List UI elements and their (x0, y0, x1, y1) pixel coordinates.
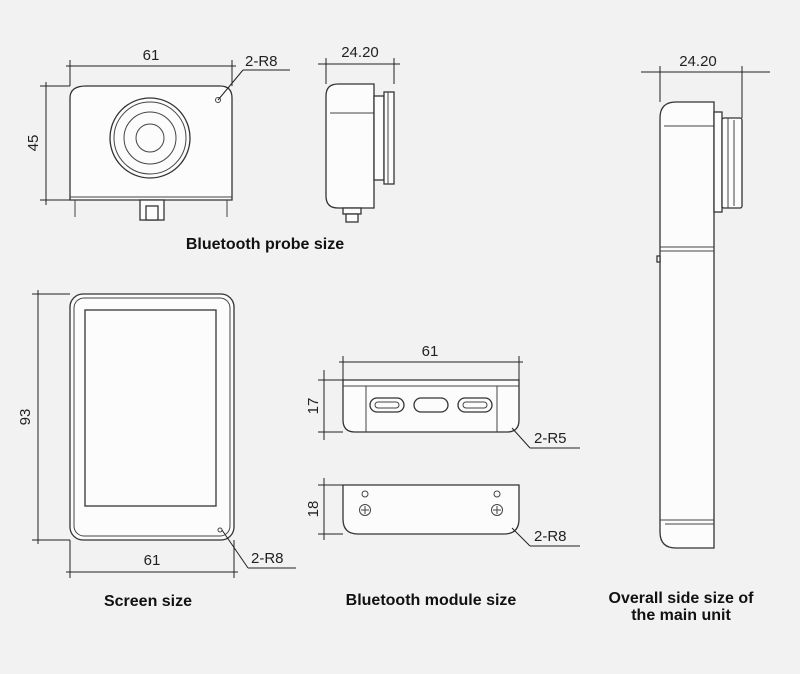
main-unit-side-view (656, 101, 743, 549)
module-top-view (342, 379, 520, 433)
probe-side-view (325, 83, 395, 223)
module-top-height-dimension: 17 (305, 370, 343, 440)
module-bottom-height-dimension: 18 (305, 478, 343, 540)
probe-lens-outer (109, 97, 191, 179)
screen-width-dimension: 61 (66, 540, 238, 578)
screen-height-label: 93 (17, 409, 34, 426)
screen-radius-leader: 2-R8 (221, 529, 296, 569)
main-unit-caption-line2: the main unit (631, 607, 731, 624)
screen-front-view (69, 293, 235, 541)
main-unit-depth-label: 24.20 (679, 53, 717, 70)
probe-radius-leader: 2-R8 (217, 53, 290, 101)
screen-height-dimension: 93 (17, 290, 70, 544)
screen-width-label: 61 (144, 552, 161, 569)
module-caption: Bluetooth module size (346, 592, 517, 609)
module-width-label: 61 (422, 343, 439, 360)
probe-height-dimension: 45 (25, 82, 70, 205)
module-bottom-radius-label: 2-R8 (534, 528, 567, 545)
main-unit-depth-dimension: 24.20 (641, 53, 770, 118)
probe-depth-dimension: 24.20 (318, 44, 400, 84)
module-width-dimension: 61 (339, 343, 523, 380)
module-bottom-view (342, 484, 520, 535)
screen-radius-label: 2-R8 (251, 550, 284, 567)
screen-caption: Screen size (104, 593, 192, 610)
probe-caption: Bluetooth probe size (186, 236, 344, 253)
main-unit-caption-line1: Overall side size of (609, 590, 755, 607)
probe-width-dimension: 61 (66, 47, 236, 86)
module-bottom-height-label: 18 (305, 501, 322, 518)
probe-height-label: 45 (25, 135, 42, 152)
module-top-radius-leader: 2-R5 (511, 427, 580, 449)
probe-front-view (69, 85, 233, 221)
probe-width-label: 61 (143, 47, 160, 64)
probe-radius-label: 2-R8 (245, 53, 278, 70)
module-bottom-radius-leader: 2-R8 (511, 527, 580, 547)
probe-depth-label: 24.20 (341, 44, 379, 61)
module-top-height-label: 17 (305, 398, 322, 415)
module-top-radius-label: 2-R5 (534, 430, 567, 447)
